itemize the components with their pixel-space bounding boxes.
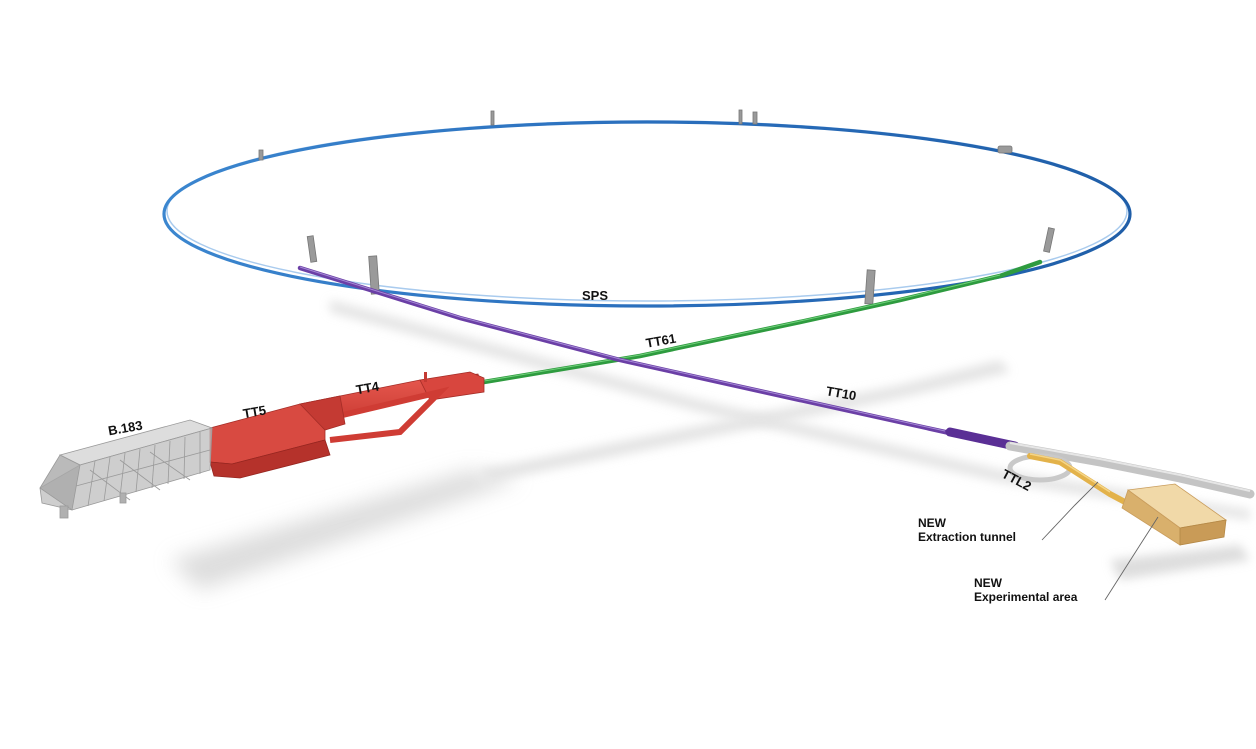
grey-tube [1005,441,1255,499]
label-tt10: TT10 [825,383,857,403]
shaft-4 [1043,227,1055,253]
shadow-experimental-area [1110,545,1250,580]
shaft-9 [997,145,1013,154]
label-extraction-new: NEW [918,516,947,530]
label-extraction-name: Extraction tunnel [918,530,1016,544]
label-experimental-new: NEW [974,576,1003,590]
shaft-3 [864,269,876,305]
shadow-tt4-tt5 [170,470,520,590]
tt10-highlight [299,266,946,432]
grey-tube-highlight [1009,442,1251,492]
shaft-6 [738,109,743,125]
tt10-thick-section [945,427,1020,451]
access-shafts [258,109,1055,305]
labels: SPS TT61 TT10 TT4 TT5 B.183 TTL2 NEW Ext… [107,288,1078,604]
shaft-5 [490,110,495,126]
shaft-8 [258,149,264,161]
label-b183: B.183 [107,418,144,439]
b183-building [39,419,214,519]
leader-extraction [1041,481,1099,541]
b183-foot-1 [59,505,69,519]
tt61-highlight [477,274,1001,383]
shaft-1 [306,235,318,263]
b183-frame-lines [75,432,211,507]
new-extraction-tunnel-highlight [1029,453,1111,493]
label-tt4: TT4 [355,378,381,397]
tt61-line [475,259,1043,386]
label-experimental-name: Experimental area [974,590,1078,604]
tt61-tube [475,259,1043,386]
tt5-block-front [209,439,331,479]
tt4-branch [329,386,450,443]
label-tt5: TT5 [242,402,267,421]
new-extraction-tunnel [1027,453,1143,513]
tt4-riser [424,372,427,382]
tt5-connector [299,395,346,431]
ground-shadows [170,300,1250,590]
tt10-line [297,265,1020,451]
b183-end [39,454,81,511]
box-side [1179,519,1227,546]
leader-experimental [1104,516,1159,601]
label-sps: SPS [582,288,608,303]
b183-foot-2 [119,492,127,504]
ttl2-structure [1005,441,1255,513]
experimental-area-box [1121,483,1228,546]
sps-ring [162,109,1132,308]
leader-lines [1041,481,1159,601]
shaft-7 [752,111,758,125]
sps-ring-tube [162,120,1132,308]
shaft-2 [368,255,380,295]
label-ttl2: TTL2 [999,466,1033,494]
label-tt61: TT61 [645,331,677,351]
tt4-tt5-structure [209,371,485,479]
